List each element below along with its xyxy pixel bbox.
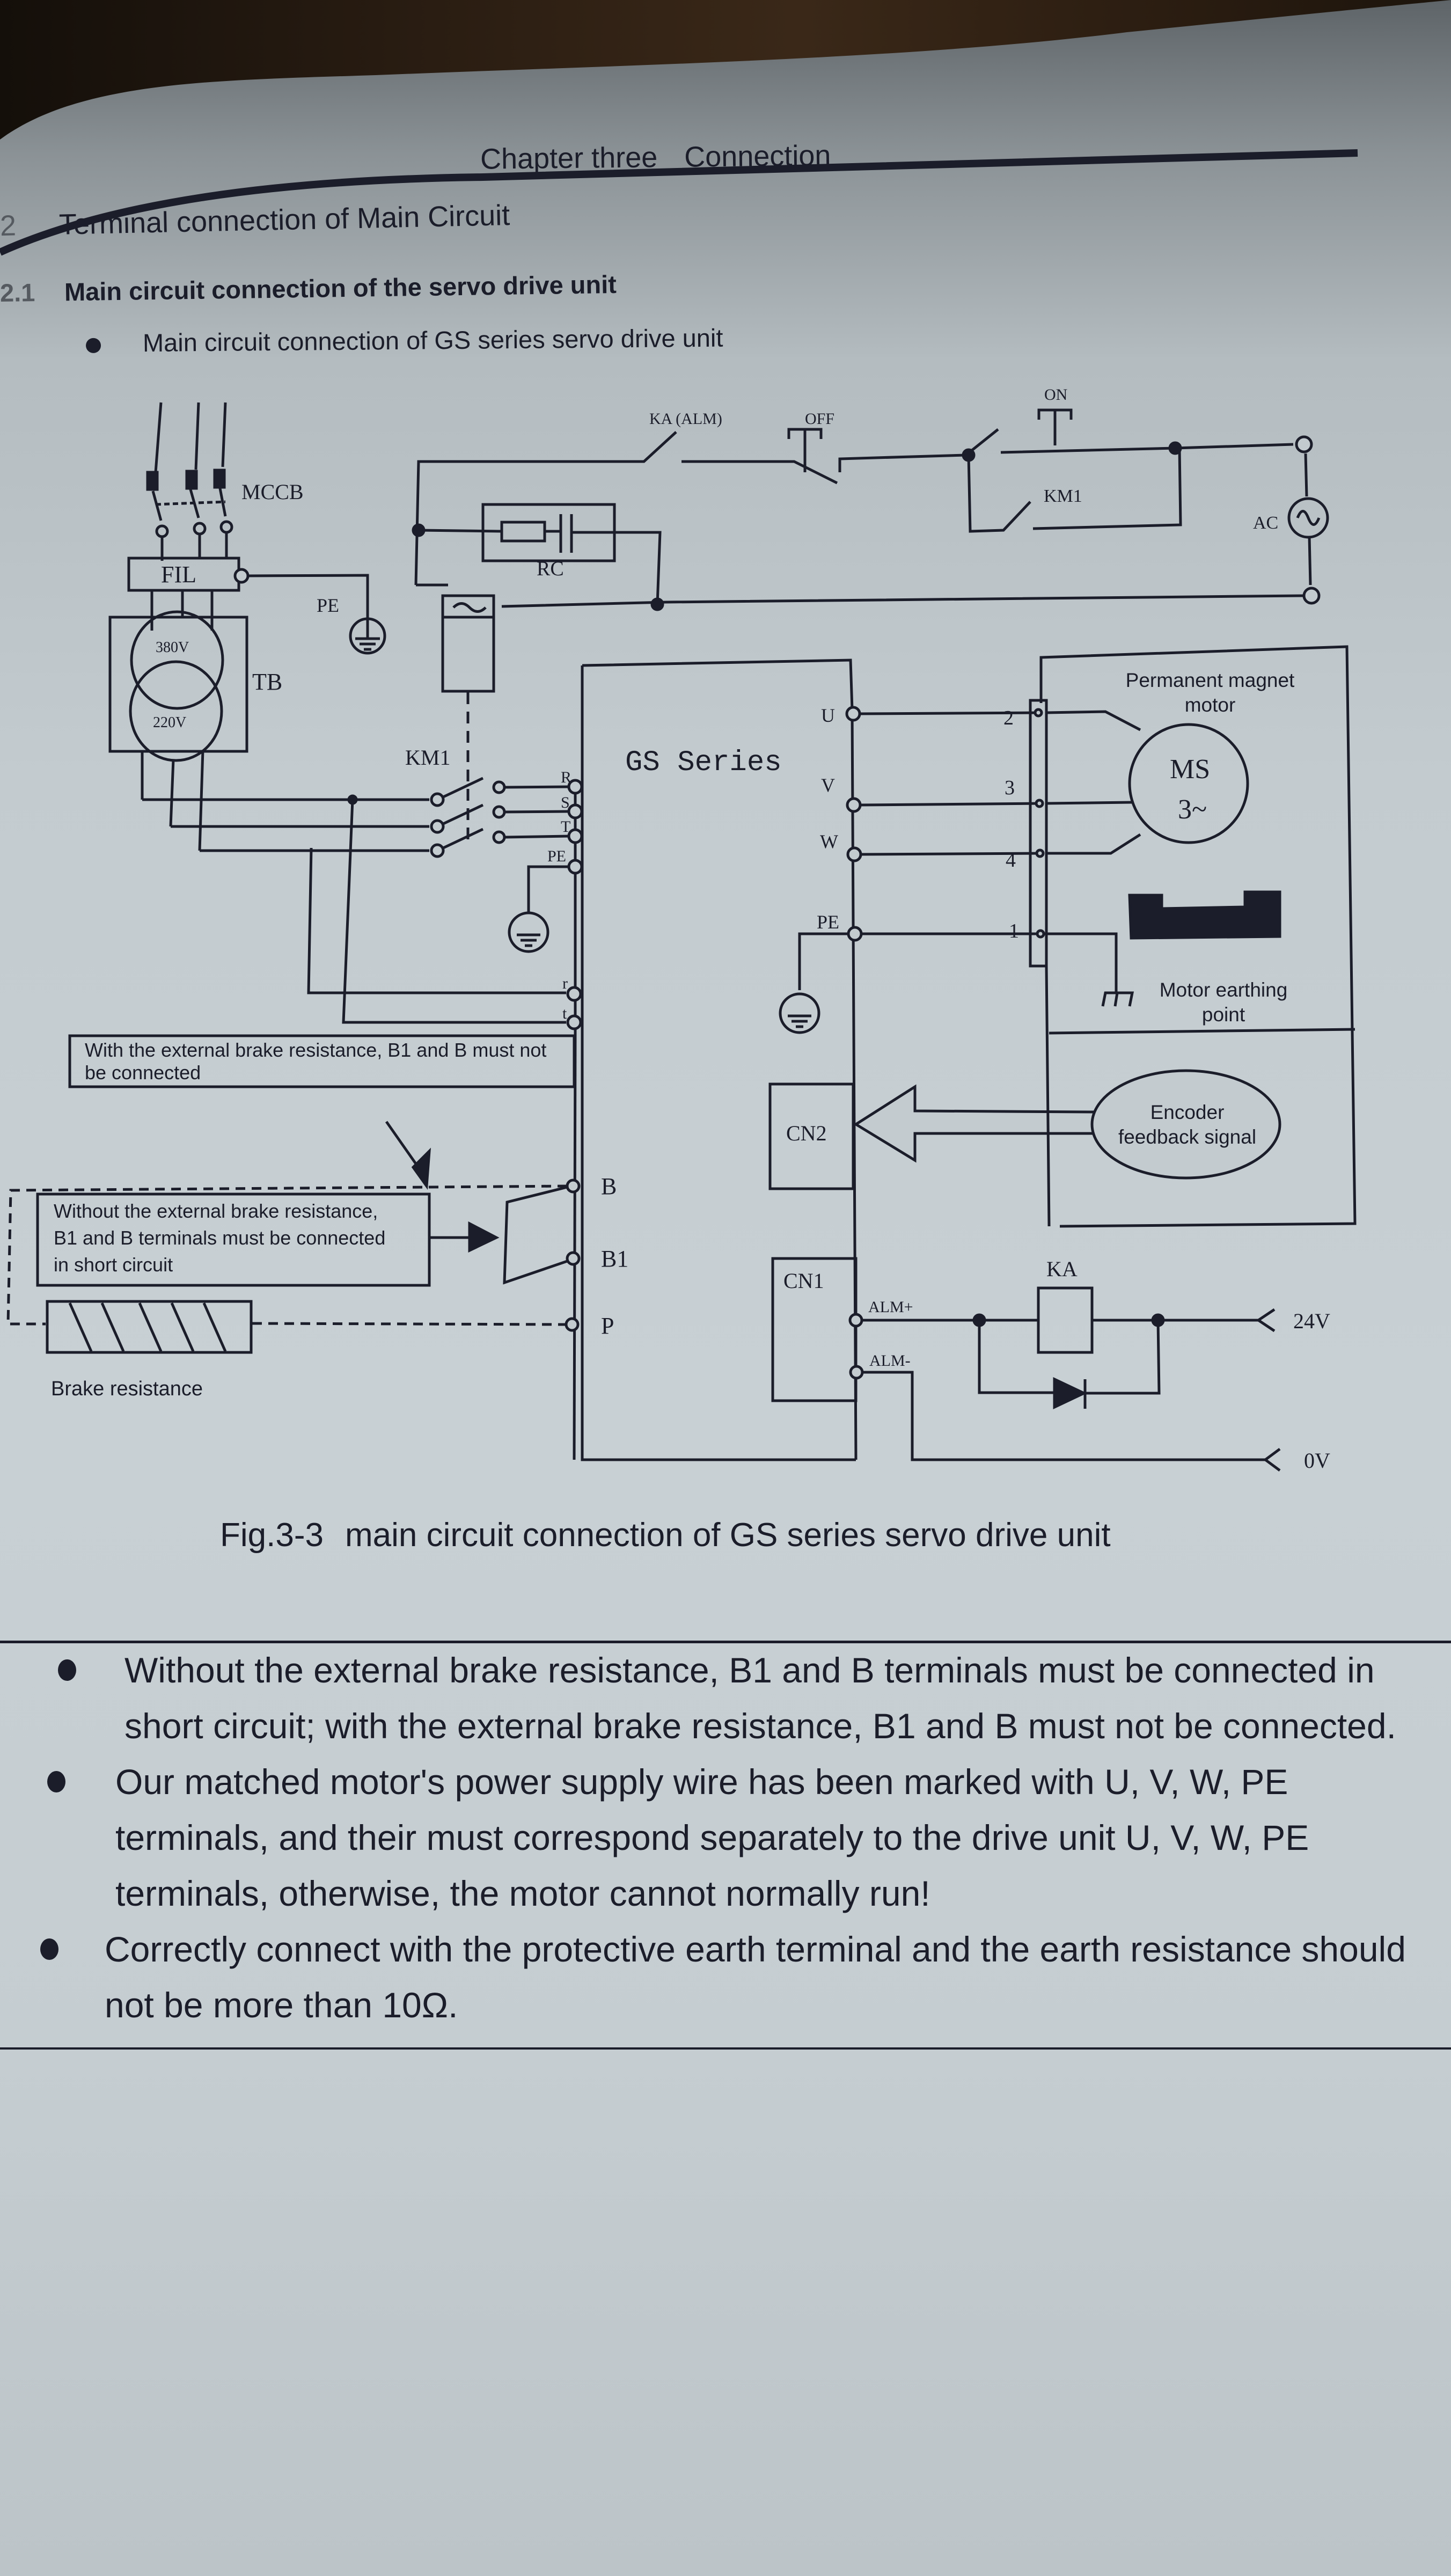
label-0v: 0V <box>1304 1448 1330 1473</box>
brake-circuit <box>6 1034 581 1354</box>
label-ka: KA <box>1046 1257 1078 1281</box>
label-alm-plus: ALM+ <box>868 1298 913 1316</box>
label-cn1: CN1 <box>783 1269 824 1293</box>
brake-resistor <box>46 1300 253 1354</box>
km1-coil <box>441 594 495 693</box>
motor-pin-3: 3 <box>1005 777 1015 799</box>
cn1-connector <box>771 1257 858 1402</box>
note-without-brake-text: Without the external brake resistance, B… <box>54 1200 386 1276</box>
bullet-icon <box>58 1659 76 1681</box>
label-24v: 24V <box>1293 1309 1330 1333</box>
note-text: Without the external brake resistance, B… <box>124 1650 1396 1746</box>
note-item: Correctly connect with the protective ea… <box>0 1921 1451 2033</box>
label-pe-top: PE <box>317 595 339 616</box>
label-off: OFF <box>805 410 834 428</box>
power-input <box>108 402 569 1024</box>
ka-relay-coil <box>1037 1286 1094 1354</box>
label-rc: RC <box>537 558 564 580</box>
note-box-without-brake <box>36 1192 431 1287</box>
label-cn2: CN2 <box>786 1121 827 1145</box>
label-ac: AC <box>1253 513 1278 533</box>
wiring-diagram: KA (ALM) OFF ON KM1 AC MCCB RC FIL PE 38… <box>6 386 1357 1473</box>
notes-bottom-rule <box>0 2047 1451 2050</box>
encoder-bubble <box>1090 1069 1281 1180</box>
motor-earthing-label: Motor earthing point <box>1159 979 1288 1026</box>
label-km1: KM1 <box>405 745 450 770</box>
note-text: Correctly connect with the protective ea… <box>105 1929 1406 2025</box>
motor-terminal-strip <box>1029 699 1048 968</box>
terminal-b: B <box>601 1173 617 1199</box>
label-220v: 220V <box>153 714 186 731</box>
encoder-label: Encoder feedback signal <box>1118 1101 1257 1148</box>
motor-symbol: MS <box>1170 754 1210 785</box>
terminal-b1: B1 <box>601 1246 628 1272</box>
figure-number: Fig.3-3 <box>220 1517 324 1554</box>
label-brake-resistance: Brake resistance <box>51 1378 203 1400</box>
label-km1-aux: KM1 <box>1044 486 1082 506</box>
bullet-icon <box>40 1938 58 1960</box>
label-380v: 380V <box>156 639 189 656</box>
transformer-tb <box>108 616 248 753</box>
control-circuit <box>412 408 1329 843</box>
label-on: ON <box>1044 386 1067 404</box>
motor-pin-4: 4 <box>1006 849 1016 872</box>
terminal-t: T <box>561 818 570 836</box>
note-item: Without the external brake resistance, B… <box>0 1642 1451 1754</box>
figure-caption: Fig.3-3 main circuit connection of GS ser… <box>220 1516 1111 1554</box>
terminal-p: P <box>601 1313 614 1339</box>
label-ka-alm: KA (ALM) <box>649 410 722 428</box>
terminal-pe-left: PE <box>547 847 566 865</box>
terminal-r: R <box>561 769 571 786</box>
cn2-connector <box>768 1082 855 1190</box>
diagram-labels: KA (ALM) OFF ON KM1 AC MCCB RC FIL PE 38… <box>51 386 1330 1473</box>
terminal-pe-right: PE <box>817 911 839 933</box>
motor-pin-2: 2 <box>1003 707 1014 729</box>
gs-drive-unit <box>508 658 1281 1472</box>
notes-top-rule <box>0 1641 1451 1643</box>
terminal-r-small: r <box>562 975 568 992</box>
label-alm-minus: ALM- <box>869 1352 911 1370</box>
terminal-t-small: t <box>562 1005 567 1022</box>
note-text: Our matched motor's power supply wire ha… <box>115 1762 1309 1913</box>
terminal-w: W <box>820 831 838 852</box>
motor-title-label: Permanent magnet motor <box>1125 669 1295 716</box>
note-box-with-brake <box>68 1034 576 1088</box>
motor-block <box>1029 645 1357 1228</box>
motor-pin-1: 1 <box>1009 920 1019 942</box>
note-with-brake-text: With the external brake resistance, B1 a… <box>85 1039 547 1084</box>
figure-caption-text: main circuit connection of GS series ser… <box>345 1517 1111 1554</box>
terminal-u: U <box>821 705 835 726</box>
notes-list: Without the external brake resistance, B… <box>0 1631 1451 2025</box>
label-gs-series: GS Series <box>625 747 782 779</box>
terminal-s: S <box>561 794 570 811</box>
motor-phase: 3~ <box>1178 794 1207 825</box>
label-fil: FIL <box>161 561 196 588</box>
label-tb: TB <box>252 669 282 695</box>
note-item: Our matched motor's power supply wire ha… <box>0 1754 1451 1921</box>
label-mccb: MCCB <box>241 480 304 504</box>
bullet-icon <box>47 1771 65 1792</box>
terminal-v: V <box>821 774 835 796</box>
